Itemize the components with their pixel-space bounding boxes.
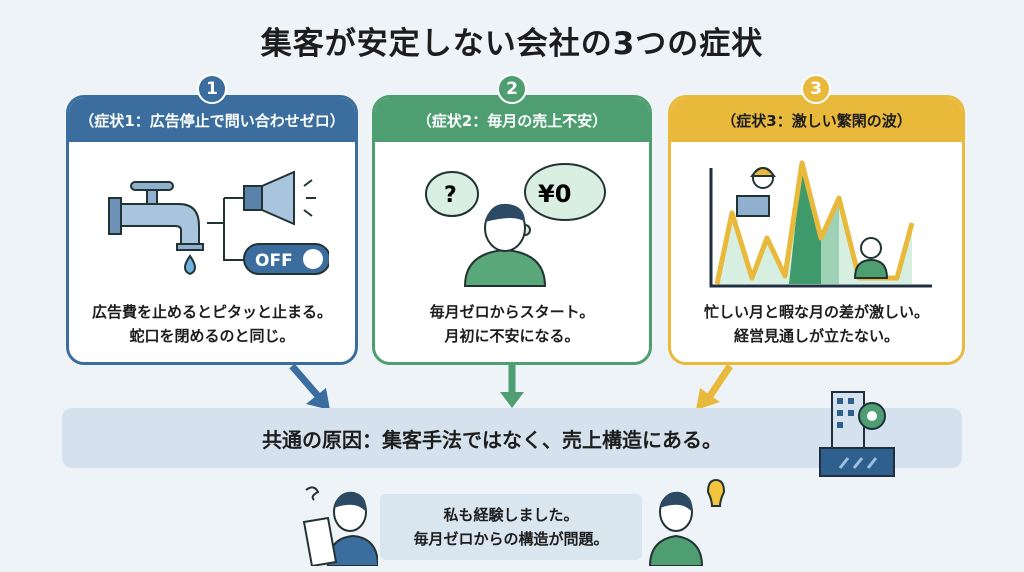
card-line-2: 経営見通しが立たない。 (733, 327, 899, 345)
arrow-down-icon (500, 392, 524, 408)
card-header: （症状1：広告停止で問い合わせゼロ） (69, 98, 355, 142)
step-number-1: 1 (197, 74, 227, 104)
arrow-down-icon (306, 388, 330, 410)
person-with-document-icon (302, 486, 378, 566)
card-line-1: 広告費を止めるとピタッと止まる。 (91, 303, 332, 321)
yen-zero-thought: ¥0 (538, 180, 571, 208)
card-line-1: 忙しい月と暇な月の差が激しい。 (703, 303, 929, 321)
question-mark: ? (444, 183, 457, 208)
symptom-card-2: （症状2：毎月の売上不安） ? ¥0 毎月ゼロからスタート。月初に不安になる。 (372, 95, 652, 365)
card-line-2: 蛇口を閉めるのと同じ。 (129, 327, 295, 345)
card-line-1: 毎月ゼロからスタート。 (429, 303, 595, 321)
card-line-2: 月初に不安になる。 (444, 327, 580, 345)
common-cause-banner: 共通の原因：集客手法ではなく、売上構造にある。 (62, 408, 962, 468)
arrows (289, 363, 733, 410)
symptom-card-1: （症状1：広告停止で問い合わせゼロ） OFF 広告費を止めるとピタッと止まる。蛇… (66, 95, 358, 365)
thinking-person-lightbulb-icon (648, 478, 726, 566)
faucet-megaphone-icon: OFF (108, 170, 329, 276)
bubble-line-2: 毎月ゼロからの構造が問題。 (413, 530, 609, 548)
bubble-line-1: 私も経験しました。 (443, 506, 579, 524)
card-header: （症状2：毎月の売上不安） (375, 98, 649, 142)
testimony-bubble: 私も経験しました。毎月ゼロからの構造が問題。 (380, 494, 642, 560)
step-number-3: 3 (801, 74, 831, 104)
page-title: 集客が安定しない会社の3つの症状 (260, 26, 764, 62)
arrow-down-icon (696, 388, 720, 410)
worried-person-icon: ? ¥0 (425, 163, 606, 287)
step-number-2: 2 (497, 74, 527, 104)
symptom-card-3: （症状3：激しい繁閑の波） 忙しい月と暇な月の差が激しい。経営見通しが立たない。 (668, 95, 965, 365)
building-gear-icon (819, 391, 895, 477)
card-text: 毎月ゼロからスタート。月初に不安になる。 (375, 300, 649, 348)
card-text: 広告費を止めるとピタッと止まる。蛇口を閉めるのと同じ。 (69, 300, 355, 348)
card-text: 忙しい月と暇な月の差が激しい。経営見通しが立たない。 (671, 300, 962, 348)
off-switch-label: OFF (255, 251, 293, 271)
card-header: （症状3：激しい繁閑の波） (671, 98, 962, 142)
fluctuation-chart-icon (709, 160, 932, 288)
